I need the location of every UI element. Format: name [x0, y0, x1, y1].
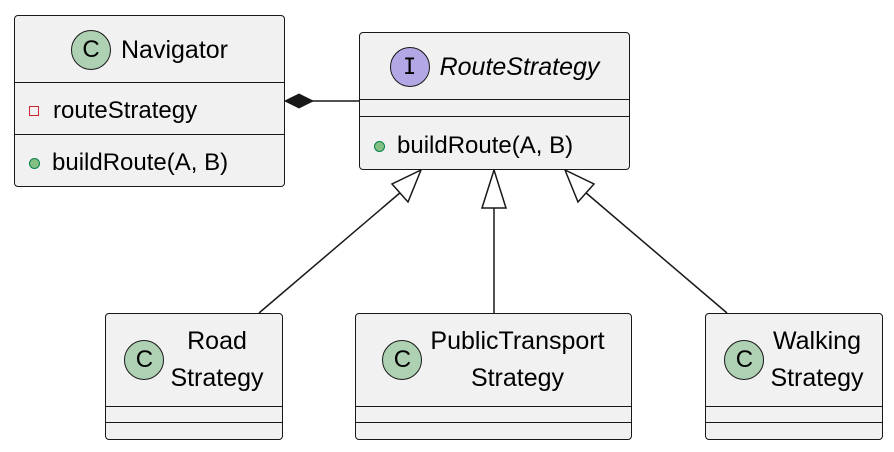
- divider: [106, 406, 282, 407]
- public-visibility-icon: [374, 140, 385, 152]
- class-name-line: Road: [187, 327, 247, 355]
- interface-badge-letter: I: [402, 54, 417, 80]
- class-name-line: Strategy: [770, 364, 864, 392]
- route-strategy-method: buildRoute(A, B): [374, 129, 573, 163]
- walking-strategy-header: C Walking Strategy: [706, 314, 882, 406]
- class-badge-icon: C: [124, 340, 165, 380]
- divider: [15, 134, 284, 135]
- divider: [356, 406, 631, 407]
- composition-diamond: [283, 93, 315, 109]
- method-label: buildRoute(A, B): [397, 132, 574, 159]
- class-badge-icon: C: [382, 340, 423, 380]
- divider: [360, 116, 629, 117]
- class-badge-letter: C: [135, 346, 154, 373]
- navigator-header: C Navigator: [15, 16, 284, 84]
- class-badge-icon: C: [724, 340, 765, 380]
- navigator-method: buildRoute(A, B): [29, 146, 228, 180]
- navigator-class[interactable]: C Navigator routeStrategy buildRoute(A, …: [14, 15, 285, 187]
- public-transport-strategy-header: C PublicTransport Strategy: [356, 314, 631, 406]
- private-visibility-icon: [29, 106, 39, 116]
- divider: [360, 99, 629, 100]
- road-strategy-header: C Road Strategy: [106, 314, 282, 406]
- route-strategy-header: I RouteStrategy: [360, 33, 629, 101]
- public-visibility-icon: [29, 157, 40, 169]
- class-badge-letter: C: [393, 346, 412, 373]
- class-name-line: PublicTransport: [430, 327, 605, 355]
- divider: [356, 422, 631, 423]
- route-strategy-interface[interactable]: I RouteStrategy buildRoute(A, B): [359, 32, 630, 170]
- walking-strategy-name: Walking Strategy: [770, 323, 863, 397]
- divider: [706, 422, 882, 423]
- navigator-attribute: routeStrategy: [29, 94, 197, 128]
- interface-badge-icon: I: [389, 47, 430, 87]
- class-badge-letter: C: [82, 36, 100, 63]
- walking-inheritance-line: [584, 191, 728, 314]
- class-name-line: Strategy: [470, 364, 565, 392]
- class-badge-letter: C: [735, 346, 754, 373]
- class-name-line: Strategy: [170, 364, 264, 392]
- public-transport-strategy-class[interactable]: C PublicTransport Strategy: [355, 313, 632, 440]
- road-strategy-class[interactable]: C Road Strategy: [105, 313, 283, 440]
- public-transport-strategy-name: PublicTransport Strategy: [430, 323, 604, 397]
- divider: [706, 406, 882, 407]
- class-name-line: Walking: [772, 327, 861, 355]
- attribute-label: routeStrategy: [53, 97, 198, 124]
- divider: [15, 82, 284, 83]
- divider: [106, 422, 282, 423]
- class-badge-icon: C: [71, 30, 111, 70]
- route-strategy-name: RouteStrategy: [439, 52, 600, 81]
- road-inheritance-arrowhead: [390, 168, 423, 204]
- walking-strategy-class[interactable]: C Walking Strategy: [705, 313, 883, 440]
- public-transport-inheritance-arrowhead: [480, 167, 508, 209]
- road-strategy-name: Road Strategy: [170, 323, 263, 397]
- road-inheritance-line: [258, 191, 402, 314]
- walking-inheritance-arrowhead: [563, 168, 596, 204]
- method-label: buildRoute(A, B): [52, 149, 229, 176]
- navigator-class-name: Navigator: [121, 35, 228, 64]
